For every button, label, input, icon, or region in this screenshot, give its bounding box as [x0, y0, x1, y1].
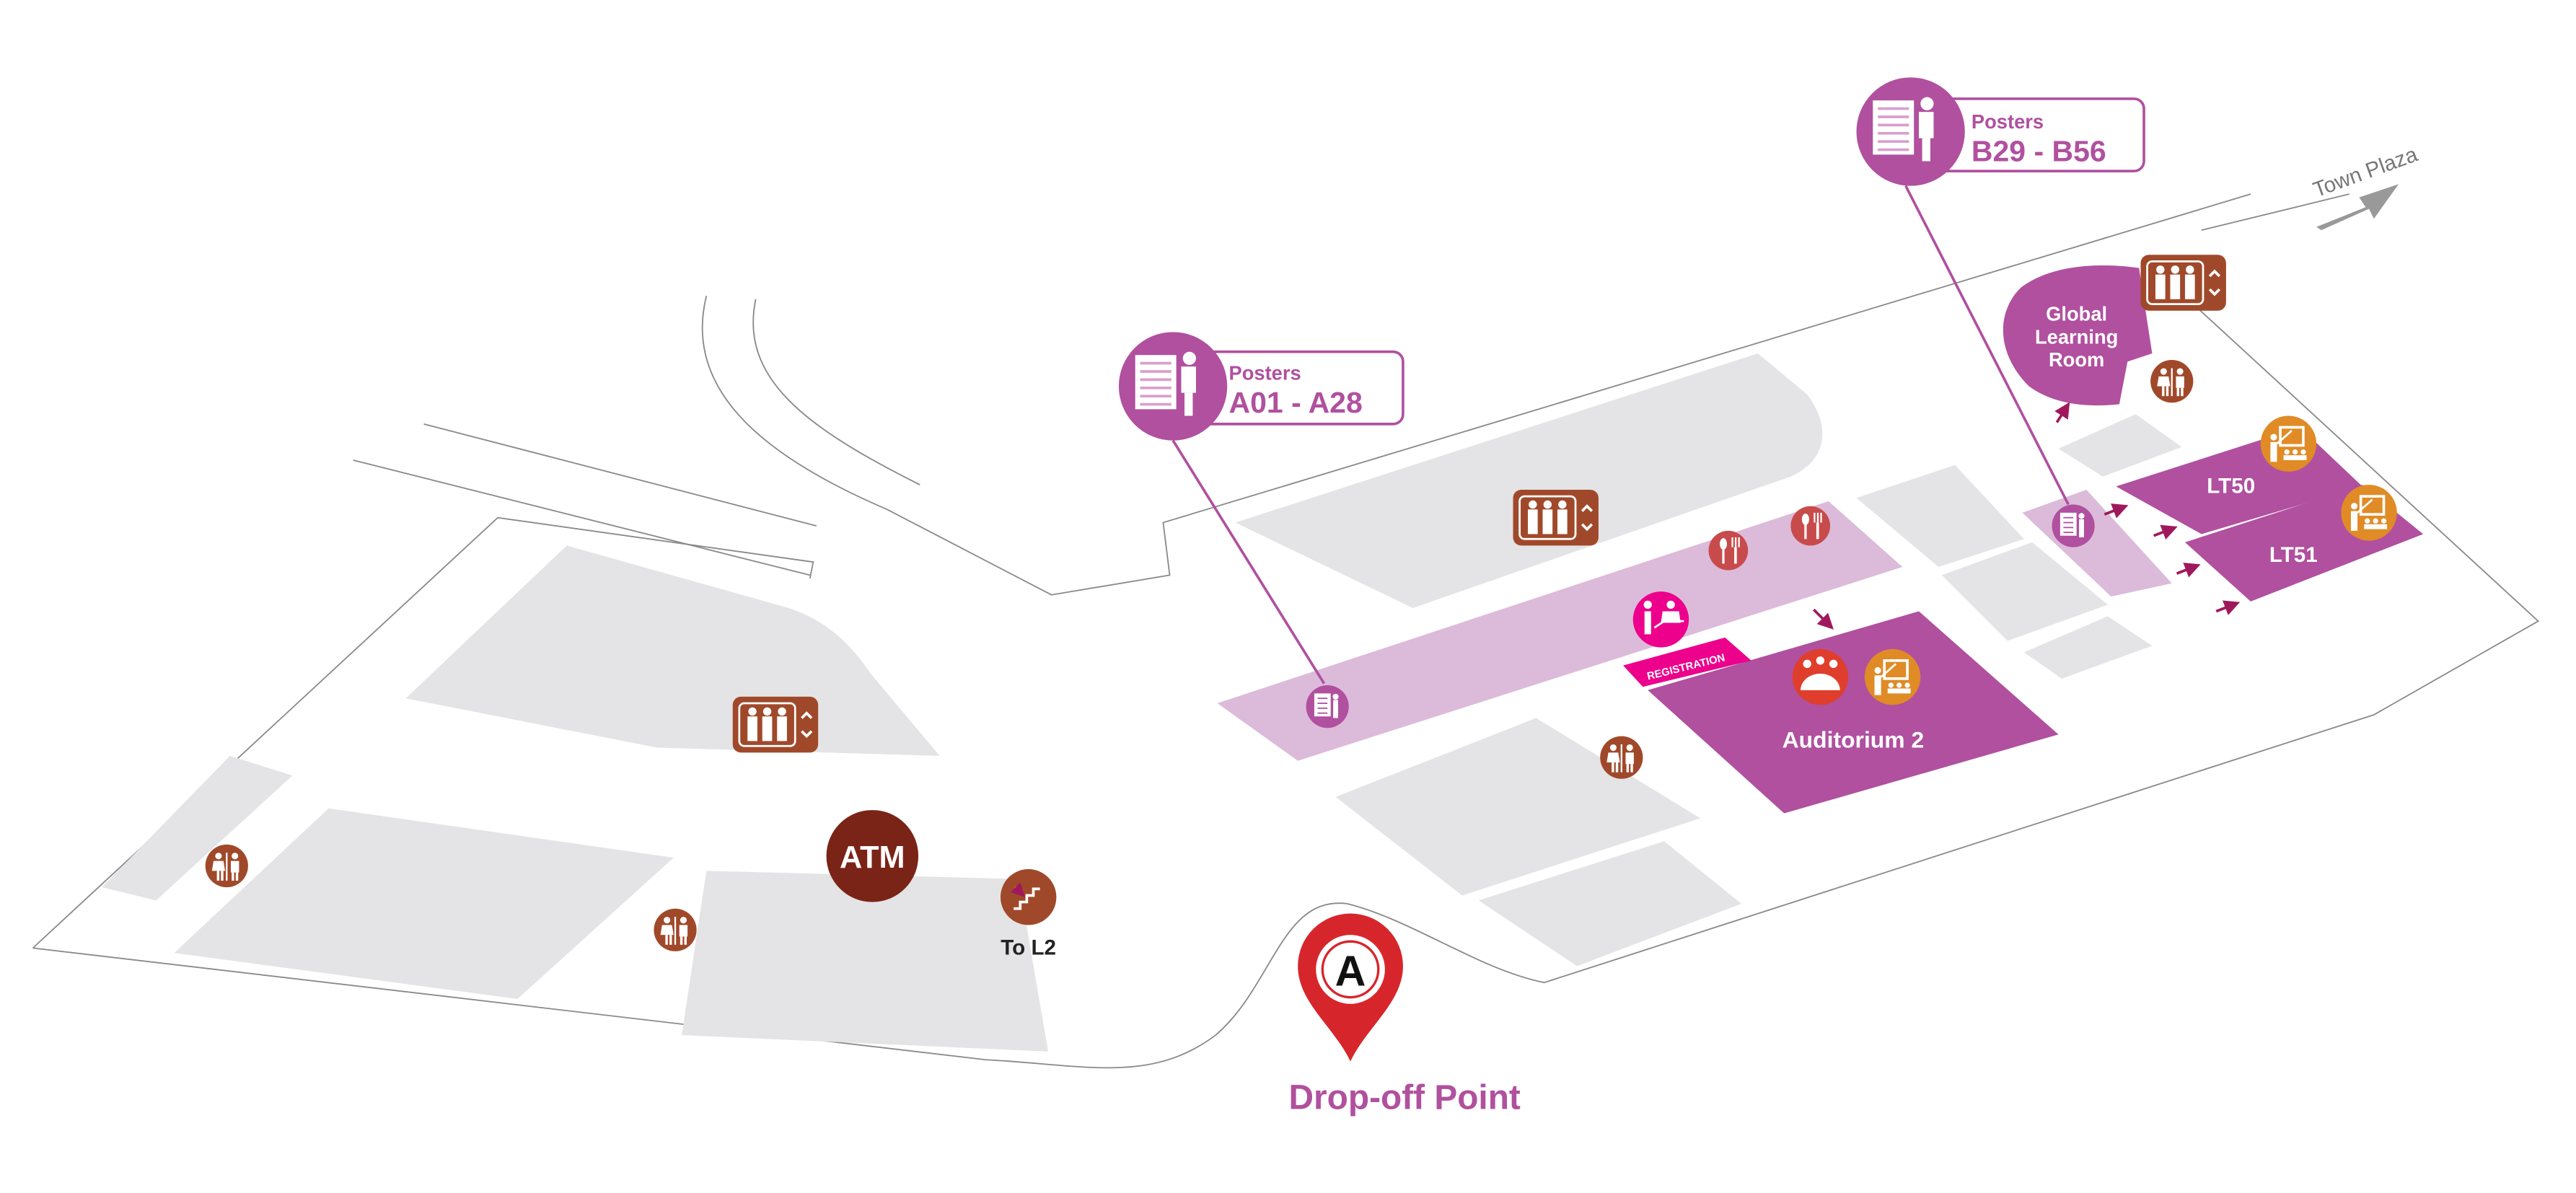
room-auditorium-2[interactable]: Auditorium 2: [1648, 611, 2059, 814]
posters-a-range: A01 - A28: [1229, 386, 1363, 419]
elevator-icon[interactable]: [1511, 488, 1600, 547]
glr-label-3: Room: [2049, 348, 2104, 371]
poster-icon: [1855, 76, 1966, 188]
restroom-icon[interactable]: [654, 908, 697, 951]
posters-b-callout[interactable]: Posters B29 - B56: [1855, 76, 2145, 188]
dropoff-label: Drop-off Point: [1289, 1079, 1521, 1117]
restroom-icon[interactable]: [205, 844, 248, 888]
atm-label: ATM: [840, 840, 905, 875]
poster-icon: [1117, 330, 1229, 442]
atm-marker[interactable]: ATM: [826, 810, 919, 902]
restroom-icon[interactable]: [1600, 736, 1643, 779]
auditorium-label: Auditorium 2: [1782, 727, 1925, 753]
building-blocks: [102, 353, 2182, 1052]
town-plaza-direction[interactable]: Town Plaza: [2310, 142, 2421, 231]
dropoff-point-marker[interactable]: A Drop-off Point: [1289, 913, 1521, 1117]
lecture-icon[interactable]: [2339, 483, 2399, 542]
callout-lines: [1171, 185, 2070, 684]
lt51-label: LT51: [2269, 543, 2318, 567]
posters-b-range: B29 - B56: [1971, 134, 2106, 167]
posters-a-callout[interactable]: Posters A01 - A28: [1117, 330, 1405, 442]
food-icon[interactable]: [1790, 506, 1831, 546]
lecture-icon[interactable]: [1863, 648, 1922, 707]
stairs-icon: [1000, 869, 1057, 925]
glr-label-2: Learning: [2035, 325, 2118, 348]
elevator-icon[interactable]: [2139, 253, 2228, 312]
poster-area-a-icon[interactable]: [1305, 684, 1350, 729]
entrance-arrows: [1812, 402, 2241, 630]
posters-b-title: Posters: [1971, 110, 2044, 133]
room-global-learning[interactable]: Global Learning Room: [2003, 265, 2153, 406]
food-icon[interactable]: [1708, 530, 1749, 571]
stairs-to-l2[interactable]: To L2: [1000, 869, 1057, 959]
elevator-icon[interactable]: [731, 695, 819, 754]
map-outlines: [32, 193, 2540, 1069]
lecture-icon[interactable]: [2259, 414, 2318, 473]
glr-label-1: Global: [2046, 302, 2107, 325]
posters-a-title: Posters: [1229, 361, 1301, 384]
meeting-icon[interactable]: [1792, 648, 1849, 705]
poster-area-b-icon[interactable]: [2051, 503, 2096, 548]
lt50-label: LT50: [2207, 475, 2255, 498]
registration-desk-icon[interactable]: [1632, 591, 1689, 648]
town-plaza-label: Town Plaza: [2310, 142, 2421, 202]
restroom-icon[interactable]: [2150, 360, 2194, 403]
dropoff-letter: A: [1335, 947, 1366, 995]
stairs-label: To L2: [1001, 936, 1056, 959]
